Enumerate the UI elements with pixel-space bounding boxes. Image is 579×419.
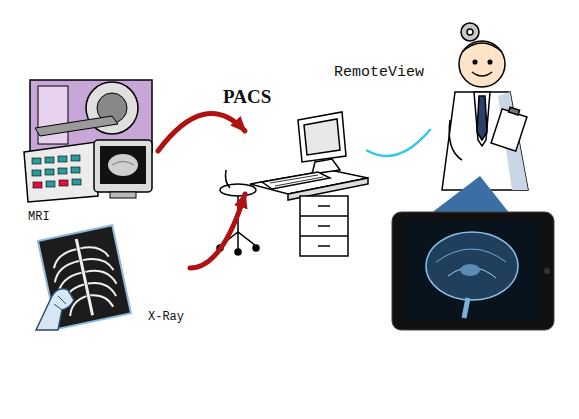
drawing-part bbox=[72, 179, 81, 185]
view-beam bbox=[430, 176, 510, 214]
drawing-part bbox=[467, 29, 473, 35]
doctor bbox=[442, 23, 528, 190]
drawing-part bbox=[226, 170, 231, 188]
drawing-part bbox=[58, 156, 67, 162]
node-label: X-Ray bbox=[148, 310, 184, 324]
drawing-part bbox=[24, 142, 98, 202]
drawing-part bbox=[442, 92, 528, 190]
drawing-part bbox=[472, 72, 492, 76]
drawing-part bbox=[32, 170, 41, 176]
data-arrow bbox=[158, 114, 245, 151]
drawing-part bbox=[270, 175, 323, 186]
tablet bbox=[392, 212, 554, 330]
drawing-part bbox=[491, 109, 527, 151]
drawing-part bbox=[300, 196, 348, 256]
drawing-part bbox=[85, 266, 116, 289]
computer-desk bbox=[217, 112, 368, 256]
drawing-part bbox=[71, 155, 80, 161]
drawing-part bbox=[426, 232, 518, 300]
pacs-node: PACS bbox=[245, 110, 367, 260]
drawing-part bbox=[474, 92, 490, 146]
drawing-part bbox=[304, 119, 340, 155]
node-label: RemoteView bbox=[334, 64, 424, 81]
drawing-part bbox=[459, 41, 505, 87]
drawing-part bbox=[298, 112, 346, 162]
viewer-node: RemoteView bbox=[430, 18, 538, 190]
drawing-part bbox=[318, 245, 330, 247]
hand bbox=[36, 289, 74, 330]
drawing-part bbox=[461, 23, 479, 41]
drawing-part bbox=[544, 268, 550, 274]
drawing-part bbox=[436, 249, 506, 262]
drawing-part bbox=[94, 140, 152, 192]
drawing-part bbox=[509, 107, 520, 115]
drawing-part bbox=[58, 168, 67, 174]
drawing-part bbox=[473, 60, 477, 64]
drawing-part bbox=[45, 157, 54, 163]
drawing-part bbox=[59, 180, 68, 186]
drawing-part bbox=[406, 221, 540, 321]
drawing-part bbox=[110, 192, 136, 198]
drawing-part bbox=[300, 235, 348, 237]
drawing-part bbox=[35, 116, 118, 136]
drawing-part bbox=[112, 162, 134, 166]
drawing-part bbox=[464, 298, 468, 318]
drawing-part bbox=[488, 60, 492, 64]
drawing-part bbox=[262, 172, 330, 189]
drawing-part bbox=[100, 146, 146, 184]
drawing-part bbox=[32, 158, 41, 164]
drawing-part bbox=[45, 169, 54, 175]
drawing-part bbox=[83, 254, 114, 275]
network-cable bbox=[367, 130, 430, 156]
drawing-part bbox=[318, 205, 330, 207]
drawing-part bbox=[220, 184, 256, 196]
node-label: PACS bbox=[223, 86, 271, 108]
drawing-part bbox=[477, 96, 487, 140]
drawing-part bbox=[460, 264, 480, 276]
xray-node: X-Ray bbox=[30, 228, 190, 328]
drawing-part bbox=[90, 291, 113, 311]
data-arrow bbox=[190, 194, 245, 268]
mri-node: MRI bbox=[18, 78, 158, 224]
drawing-part bbox=[108, 154, 138, 176]
drawing-part bbox=[76, 239, 92, 315]
drawing-part bbox=[235, 249, 241, 255]
node-label: MRI bbox=[28, 210, 50, 224]
mri-scanner bbox=[24, 80, 152, 202]
drawing-part bbox=[318, 225, 330, 227]
drawing-part bbox=[300, 215, 348, 217]
drawing-part bbox=[88, 278, 116, 301]
drawing-part bbox=[36, 289, 74, 330]
drawing-part bbox=[54, 296, 66, 310]
drawing-part bbox=[449, 120, 462, 160]
drawing-part bbox=[462, 43, 502, 52]
drawing-part bbox=[46, 181, 55, 187]
drawing-part bbox=[392, 212, 554, 330]
drawing-part bbox=[253, 245, 259, 251]
drawing-part bbox=[71, 167, 80, 173]
drawing-part bbox=[32, 155, 81, 188]
drawing-part bbox=[33, 182, 42, 188]
